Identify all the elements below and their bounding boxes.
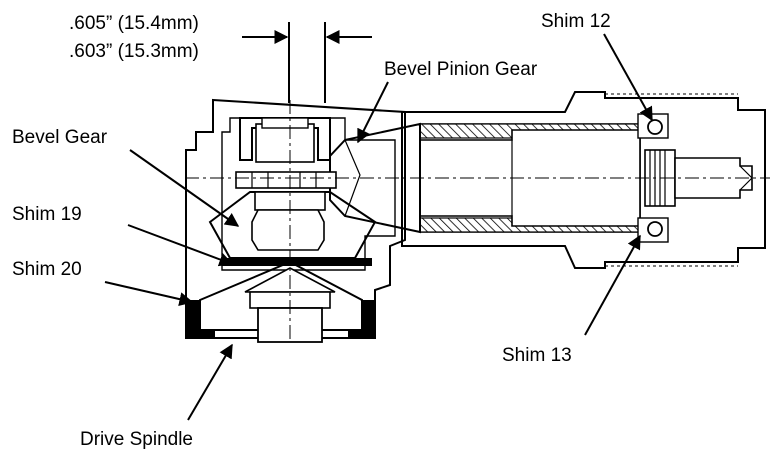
shim-19-part <box>222 258 372 266</box>
dimension-label-bottom: .603” (15.3mm) <box>69 41 199 62</box>
drive-shaft-assembly <box>419 93 753 267</box>
bevel-gear-label: Bevel Gear <box>12 127 108 148</box>
dimension-label-top: .605” (15.4mm) <box>69 13 199 34</box>
dimension-callout <box>242 22 372 103</box>
leader-lines <box>104 33 653 421</box>
shim-20-label: Shim 20 <box>12 259 82 280</box>
shim-19-label: Shim 19 <box>12 204 82 225</box>
drive-spindle-label: Drive Spindle <box>80 429 193 450</box>
lower-ball-bearing <box>647 221 663 237</box>
bevel-pinion-gear-label: Bevel Pinion Gear <box>384 59 538 80</box>
shim-13-label: Shim 13 <box>502 345 572 366</box>
shim-12-label: Shim 12 <box>541 11 611 32</box>
drive-spindle-part <box>199 260 363 343</box>
upper-ball-bearing <box>647 119 663 135</box>
